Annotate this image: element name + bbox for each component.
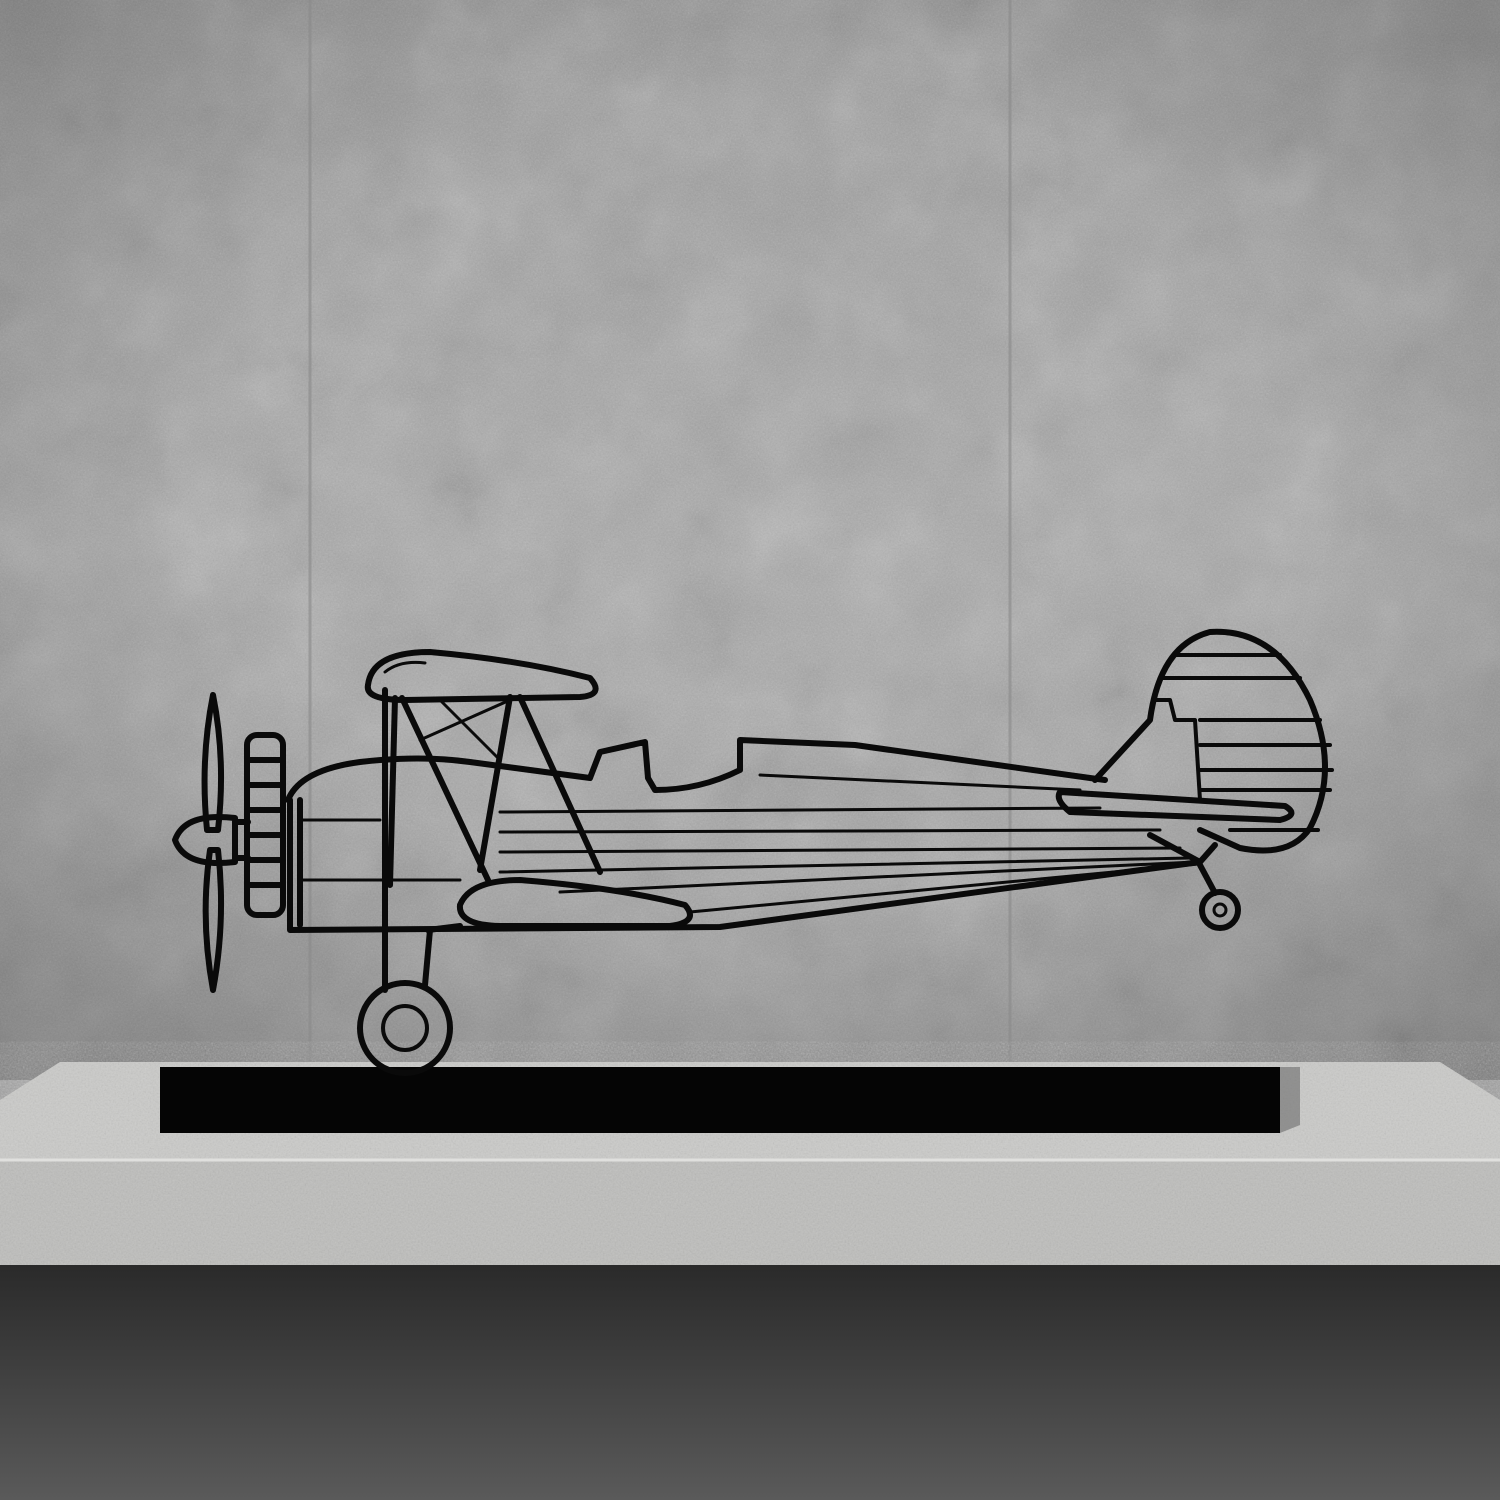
- display-stand-base: [160, 1067, 1280, 1133]
- propeller: [172, 692, 251, 993]
- lower-wing: [456, 877, 693, 929]
- wing-struts: [387, 694, 603, 888]
- fuselage-stringers: [298, 773, 1200, 914]
- tail-ribs: [1153, 653, 1334, 832]
- radial-engine: [244, 732, 286, 918]
- biplane-silhouette: [172, 628, 1334, 1076]
- main-landing-gear: [357, 923, 463, 1076]
- fuselage: [285, 737, 1218, 933]
- horizontal-stabilizer: [1055, 789, 1295, 823]
- tail-wheel: [1197, 862, 1241, 931]
- tail-fin: [1092, 628, 1328, 854]
- concrete-wall: [0, 0, 1500, 1080]
- floor-shadow: [0, 1265, 1500, 1500]
